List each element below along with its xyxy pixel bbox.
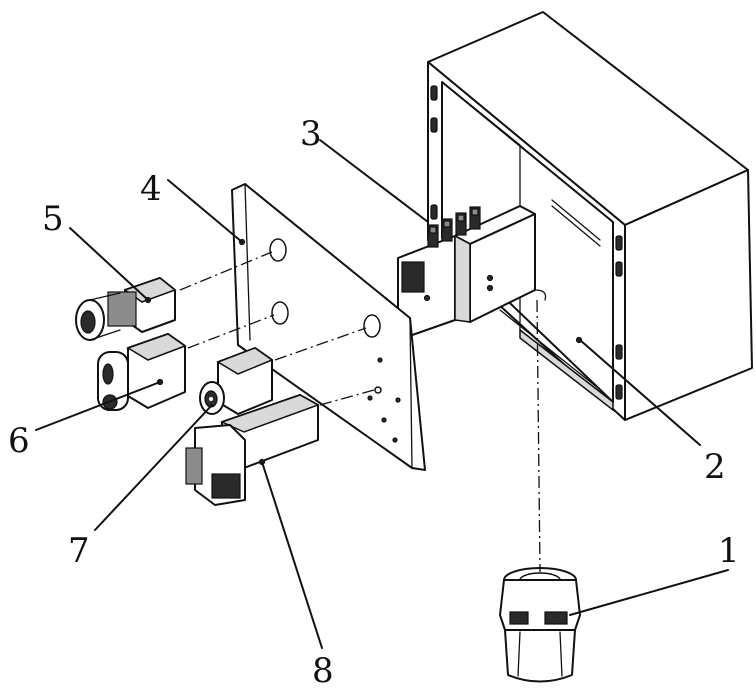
plate-edge xyxy=(409,317,413,469)
box-screw-slot xyxy=(615,384,623,400)
selector-knob xyxy=(102,363,114,385)
rotary-switch xyxy=(185,394,320,506)
pilot-light xyxy=(199,347,274,415)
selector-switch xyxy=(97,333,187,411)
pilot-lens-center xyxy=(209,397,213,401)
axis-line-8 xyxy=(319,389,375,406)
axis-line-7 xyxy=(274,327,367,361)
terminal-screw xyxy=(457,214,465,222)
part-label-2: 2 xyxy=(704,447,726,487)
estop-edge xyxy=(89,329,121,341)
part-label-3: 3 xyxy=(300,114,322,154)
plate-screw xyxy=(395,397,401,403)
part-label-7: 7 xyxy=(68,531,90,571)
box-screw-slot xyxy=(615,344,623,360)
contactor-marker xyxy=(486,284,494,292)
box-rail xyxy=(551,199,601,241)
contactor-clip xyxy=(401,261,425,293)
contactor-terminal xyxy=(469,206,481,230)
part-label-4: 4 xyxy=(140,169,162,209)
plate-small-hole xyxy=(374,386,382,394)
leader-line-5 xyxy=(69,227,149,301)
box-screw-slot xyxy=(430,204,438,220)
emergency-stop-button xyxy=(75,277,177,341)
leader-line-1 xyxy=(569,569,729,616)
axis-line-1 xyxy=(536,299,541,573)
part-label-1: 1 xyxy=(718,531,740,571)
box-rail xyxy=(499,309,599,389)
rotary-base xyxy=(211,473,241,499)
contactor xyxy=(397,205,547,341)
assembly-axes xyxy=(179,251,541,573)
contactor-side xyxy=(454,234,471,323)
mounting-plate xyxy=(231,183,426,471)
leader-line-3 xyxy=(319,139,429,223)
plate-hole xyxy=(269,238,287,262)
pilot-top xyxy=(216,347,274,375)
contactor-terminal xyxy=(427,224,439,248)
part-label-5: 5 xyxy=(42,199,64,239)
leader-line-6 xyxy=(35,381,161,431)
contactor-marker xyxy=(486,274,494,282)
estop-edge xyxy=(89,292,121,301)
box-screw-slot xyxy=(615,235,623,251)
terminal-screw xyxy=(471,208,479,216)
plate-screw xyxy=(392,437,398,443)
box-rail xyxy=(551,205,601,247)
plate-screw xyxy=(377,357,383,363)
terminal-screw xyxy=(443,220,451,228)
rotary-top xyxy=(219,394,320,433)
rotary-handle xyxy=(185,447,203,485)
plate-screw xyxy=(381,417,387,423)
gland-lower-body xyxy=(504,629,576,683)
estop-head-center xyxy=(80,310,96,334)
contactor-cable xyxy=(534,289,547,301)
axis-line-6 xyxy=(187,314,275,349)
contactor-terminal xyxy=(455,212,467,236)
selector-top xyxy=(126,333,187,361)
gland-hex-edge xyxy=(559,631,563,677)
plate-hole xyxy=(271,301,289,325)
leader-line-7 xyxy=(94,404,213,531)
leader-line-8 xyxy=(261,461,323,649)
plate-screw xyxy=(367,395,373,401)
leader-lines xyxy=(35,139,729,649)
axis-line-5 xyxy=(179,251,273,291)
leader-line-4 xyxy=(167,179,243,243)
contactor-terminal xyxy=(441,218,453,242)
terminal-screw xyxy=(429,226,437,234)
part-labels: 1 2 3 4 5 6 7 8 xyxy=(8,114,740,690)
contactor-marker xyxy=(423,294,431,302)
part-label-8: 8 xyxy=(312,651,334,690)
box-screw-slot xyxy=(430,117,438,133)
estop-collar xyxy=(107,291,137,327)
leader-line-2 xyxy=(579,339,701,446)
plate-hole xyxy=(363,314,381,338)
part-label-6: 6 xyxy=(8,421,30,461)
gland-hex-edge xyxy=(517,631,521,677)
box-screw-slot xyxy=(430,85,438,101)
gland-slot xyxy=(509,611,529,625)
gland-slot xyxy=(544,611,568,625)
cable-gland xyxy=(499,567,581,683)
enclosure-box xyxy=(427,11,753,421)
box-inner-floor xyxy=(519,328,614,412)
box-screw-slot xyxy=(615,261,623,277)
